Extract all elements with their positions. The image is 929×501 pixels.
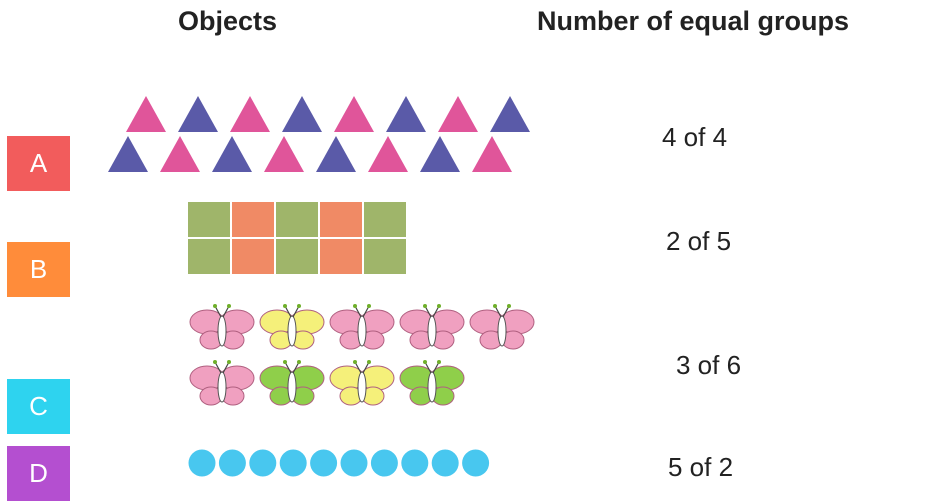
circle-shape (340, 449, 368, 477)
option-a-button[interactable]: A (7, 136, 70, 191)
option-c-button[interactable]: C (7, 379, 70, 434)
squares-group (188, 202, 406, 274)
circle-shape (370, 449, 398, 477)
triangle-shape (472, 136, 512, 172)
circle-shape (279, 449, 307, 477)
square-shape (276, 239, 318, 274)
triangle-shape (264, 136, 304, 172)
triangle-shape (108, 136, 148, 172)
butterflies-group (189, 304, 535, 406)
butterfly-icon (399, 360, 465, 406)
triangle-shape (178, 96, 218, 132)
butterfly-icon (329, 304, 395, 350)
circle-shape (462, 449, 490, 477)
triangle-shape (160, 136, 200, 172)
triangles-group (108, 96, 530, 172)
circle-shape (310, 449, 338, 477)
ratio-text-row-2: 2 of 5 (666, 226, 732, 256)
triangle-shape (126, 96, 166, 132)
square-shape (188, 239, 230, 274)
square-shape (232, 239, 274, 274)
triangle-shape (438, 96, 478, 132)
objects-header: Objects (178, 6, 278, 36)
circle-shape (188, 449, 216, 477)
butterfly-icon (399, 304, 465, 350)
butterfly-icon (189, 360, 255, 406)
triangle-shape (386, 96, 426, 132)
circle-shape (218, 449, 246, 477)
triangle-shape (368, 136, 408, 172)
triangle-shape (282, 96, 322, 132)
circles-group (188, 449, 490, 477)
circle-shape (249, 449, 277, 477)
ratio-text-row-1: 4 of 4 (662, 122, 728, 152)
butterfly-icon (259, 360, 325, 406)
option-d-button[interactable]: D (7, 446, 70, 501)
square-shape (188, 202, 230, 237)
square-shape (364, 202, 406, 237)
ratio-text-row-3: 3 of 6 (676, 350, 742, 380)
triangle-shape (212, 136, 252, 172)
triangle-shape (316, 136, 356, 172)
butterfly-icon (329, 360, 395, 406)
square-shape (276, 202, 318, 237)
butterfly-icon (259, 304, 325, 350)
circle-shape (401, 449, 429, 477)
circle-shape (431, 449, 459, 477)
triangle-shape (420, 136, 460, 172)
triangle-shape (230, 96, 270, 132)
groups-header: Number of equal groups (537, 6, 850, 36)
triangle-shape (490, 96, 530, 132)
option-b-button[interactable]: B (7, 242, 70, 297)
square-shape (232, 202, 274, 237)
triangle-shape (334, 96, 374, 132)
square-shape (320, 202, 362, 237)
ratio-text-row-4: 5 of 2 (668, 452, 734, 482)
square-shape (364, 239, 406, 274)
square-shape (320, 239, 362, 274)
butterfly-icon (469, 304, 535, 350)
butterfly-icon (189, 304, 255, 350)
